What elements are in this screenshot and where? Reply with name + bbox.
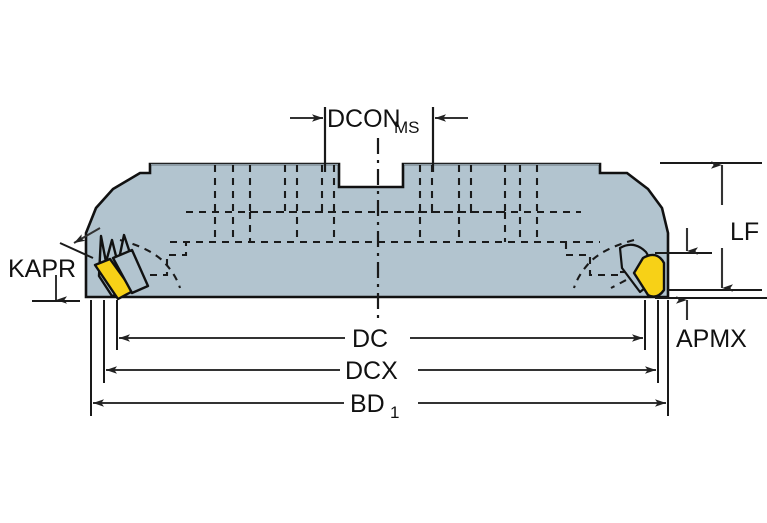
bd1-label: BD: [350, 390, 385, 418]
insert-right-group: [618, 243, 666, 298]
insert-left-seat: [111, 248, 150, 295]
insert-right-carbide: [632, 253, 666, 298]
dimension-kapr: KAPR: [8, 227, 101, 304]
dc-label: DC: [352, 325, 388, 353]
dimension-lf: LF: [660, 161, 762, 292]
dimension-bd1: BD 1: [90, 300, 669, 422]
kapr-angle-arrow-upper: [73, 227, 101, 244]
dcon-ms-label: DCON: [327, 105, 401, 133]
lf-label: LF: [730, 218, 759, 246]
kapr-leader: [59, 242, 94, 259]
hidden-profile-left: [137, 242, 188, 277]
dcx-label: DCX: [345, 357, 398, 385]
reference-ticks: [103, 302, 659, 318]
hidden-pocket-arc-right: [572, 238, 635, 289]
dimension-dcon-ms: DCON MS: [290, 105, 468, 172]
hidden-profile-right: [564, 242, 618, 277]
bd1-subscript: 1: [390, 403, 399, 422]
cutter-body-outline: [84, 162, 670, 299]
apmx-label: APMX: [676, 325, 747, 353]
insert-left-group: [93, 233, 150, 301]
hidden-internal-lines: [104, 165, 650, 289]
dimension-dc: DC: [116, 300, 646, 353]
hidden-pocket-arc-left: [119, 238, 182, 289]
dcon-ms-subscript: MS: [394, 118, 420, 137]
dimension-apmx: APMX: [655, 228, 767, 353]
cutter-body-group: [84, 162, 670, 299]
kapr-label: KAPR: [8, 255, 76, 283]
